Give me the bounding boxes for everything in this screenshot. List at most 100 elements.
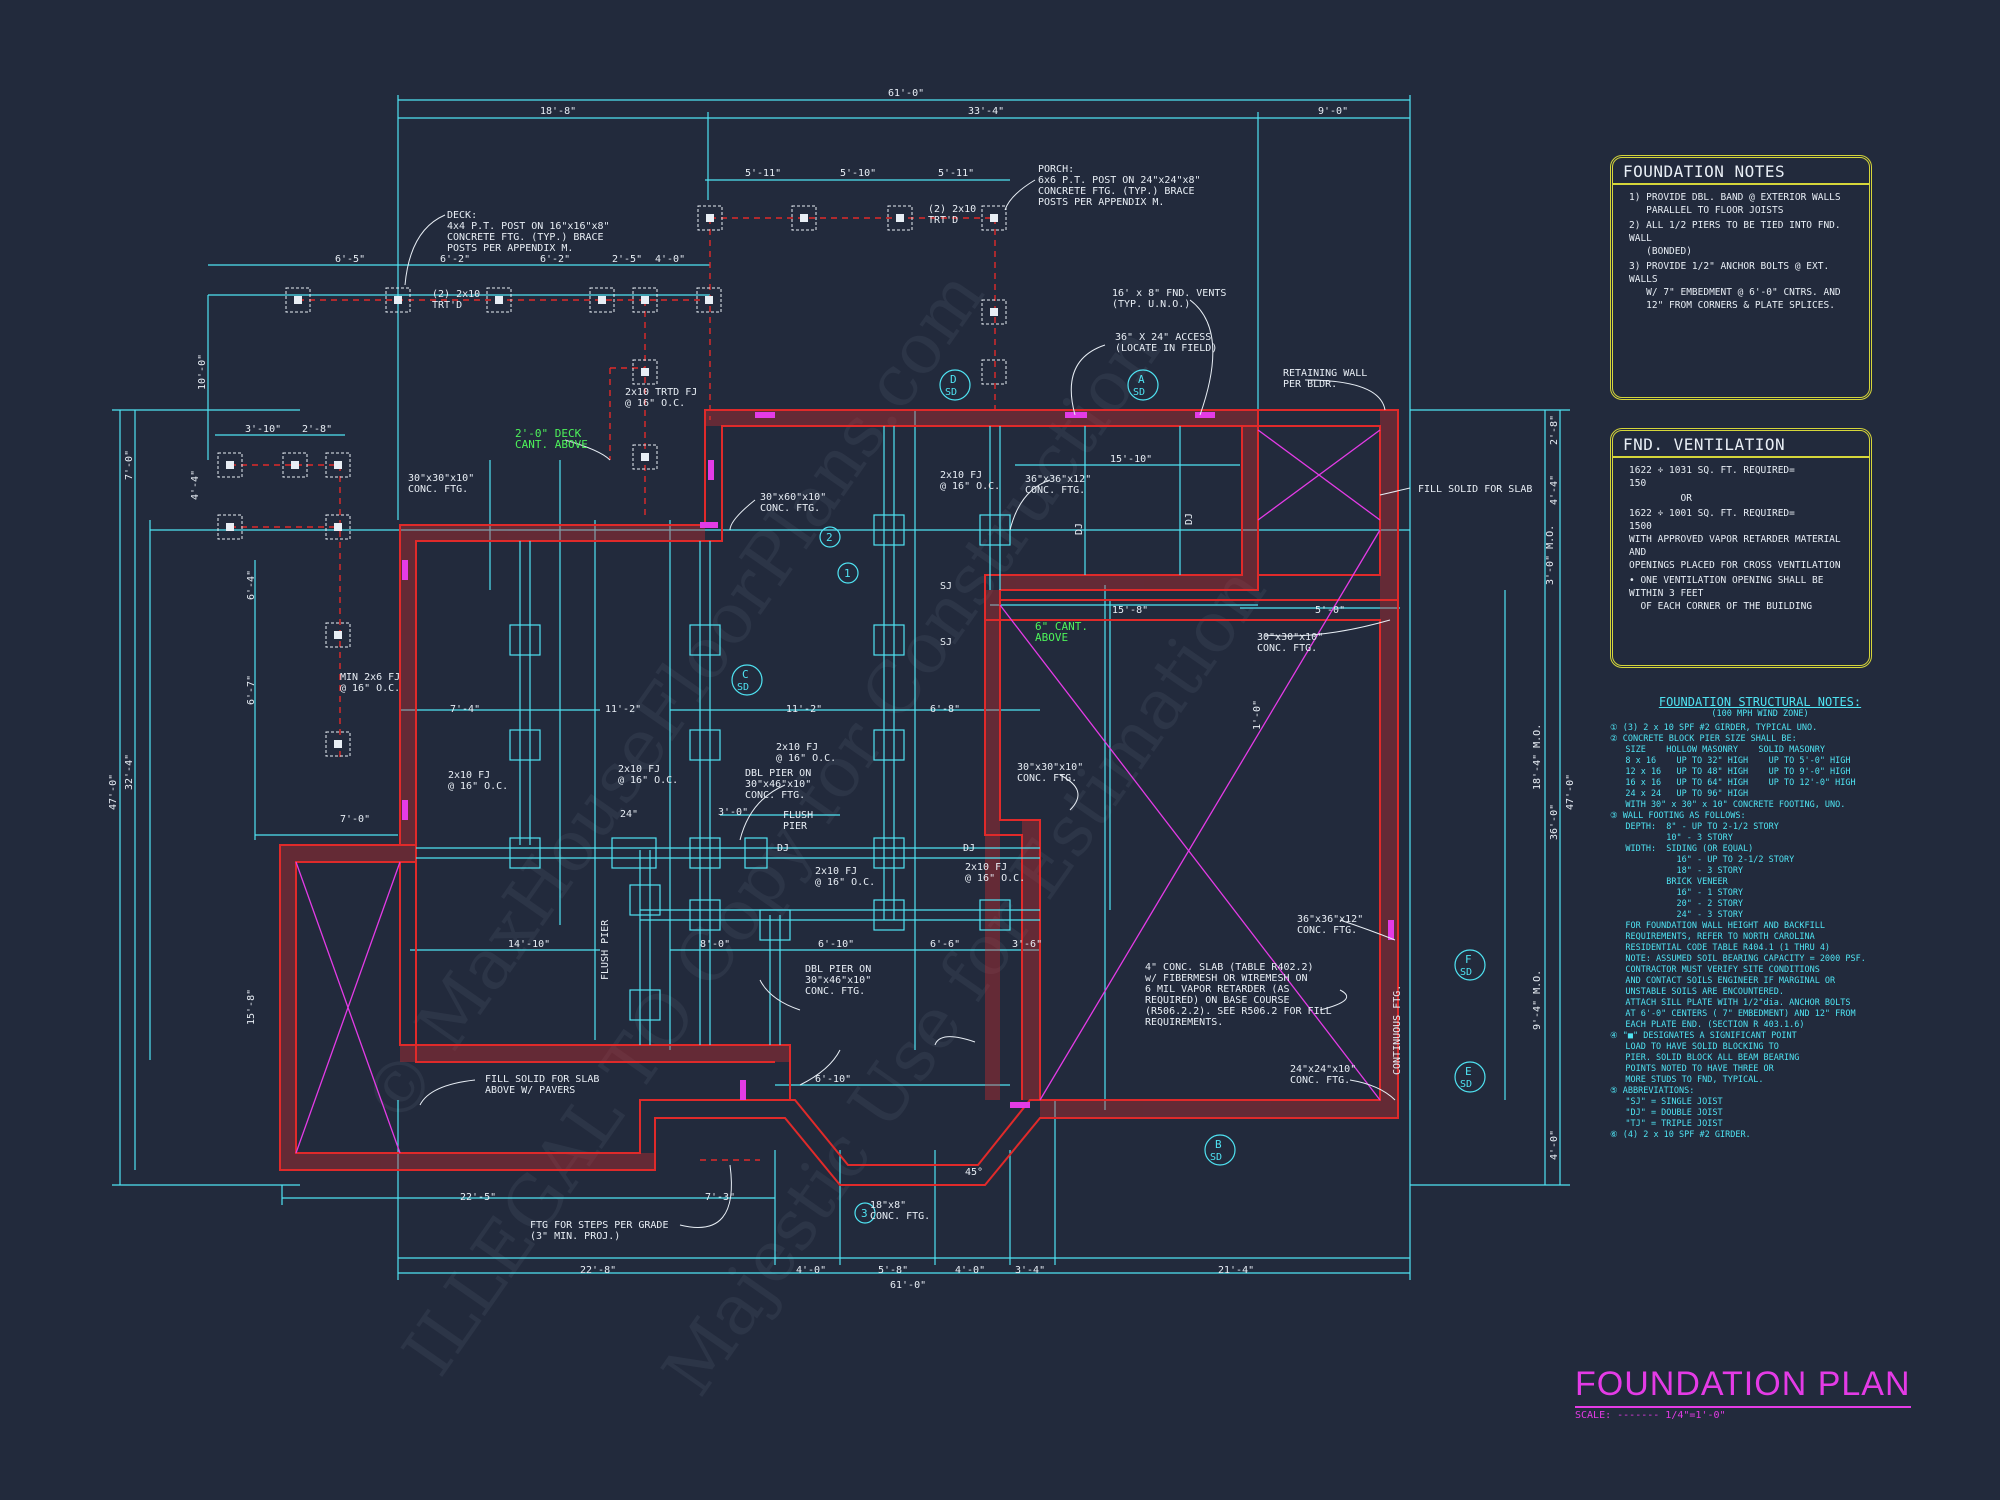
section-sd-label: SD (1460, 1079, 1472, 1090)
foundation-note-item: 3) PROVIDE 1/2" ANCHOR BOLTS @ EXT. WALL… (1629, 261, 1841, 311)
structural-note-line: "DJ" = DOUBLE JOIST (1610, 1108, 1723, 1118)
section-e-tag: E (1465, 1065, 1472, 1078)
footing-24x24-note: 24"x24"x10"CONC. FTG. (1290, 1064, 1356, 1086)
annotation-line: 6x6 P.T. POST ON 24"x24"x8" (1038, 175, 1201, 186)
structural-note-line: ATTACH SILL PLATE WITH 1/2"dia. ANCHOR B… (1610, 998, 1851, 1008)
annotation-line: TRT'D (928, 215, 958, 226)
dim-top-b: 33'-4" (968, 106, 1004, 117)
dimension-text: 61'-0" 18'-8" 33'-4" 9'-0" 5'-11" 5'-10"… (245, 88, 1348, 1291)
dim-porch-1: 5'-11" (745, 168, 781, 179)
section-bubbles (731, 369, 1486, 1224)
deck-framing (230, 217, 996, 1161)
structural-note-line: AND CONTACT SOILS ENGINEER IF MARGINAL O… (1610, 976, 1836, 986)
annotation-line: CONC. FTG. (1297, 925, 1357, 936)
annotation-line: CONC. FTG. (1257, 643, 1317, 654)
annotation-line: (LOCATE IN FIELD) (1115, 343, 1217, 354)
annotation-line: 18"x8" (870, 1200, 906, 1211)
dim-deck-1: 6'-5" (335, 254, 365, 265)
annotation-line: 2x10 FJ (965, 862, 1007, 873)
section-tags: D SD A SD C SD F SD E SD B SD 2 1 3 (737, 373, 1472, 1220)
dim-v-right-h: 4'-0" (1549, 1130, 1560, 1160)
annotation-line: MIN 2x6 FJ (340, 672, 400, 683)
structural-note-line: CONTRACTOR MUST VERIFY SITE CONDITIONS (1610, 965, 1820, 975)
annotation-line: 2x10 FJ (448, 770, 490, 781)
annotation-line: 6" CANT. (1035, 620, 1088, 633)
foundation-notes-list: 1) PROVIDE DBL. BAND @ EXTERIOR WALLS PA… (1613, 191, 1869, 312)
dim-deck-2: 6'-2" (440, 254, 470, 265)
annotation-line: ABOVE (1035, 631, 1068, 644)
annotation-line: RETAINING WALL (1283, 368, 1367, 379)
structural-note-line: 10" - 3 STORY (1610, 833, 1733, 843)
structural-note-line: ② CONCRETE BLOCK PIER SIZE SHALL BE: (1610, 734, 1797, 744)
annotation-line: 6 MIL VAPOR RETARDER (AS (1145, 984, 1290, 995)
dim-v-right-f: 2'-8" (1549, 415, 1560, 445)
footing-30x60-note: 30"x60"x10"CONC. FTG. (760, 492, 826, 514)
annotation-line: @ 16" O.C. (940, 481, 1000, 492)
annotation-line: (R506.2.2). SEE R506.2 FOR FILL (1145, 1006, 1332, 1017)
ventilation-panel: FND. VENTILATION 1622 ÷ 1031 SQ. FT. REQ… (1610, 428, 1872, 668)
dim-stair-2: 2'-8" (302, 424, 332, 435)
annotation-line: CONC. FTG. (1017, 773, 1077, 784)
dim-v-left-h: 15'-8" (246, 989, 257, 1025)
dim-bot-e: 3'-4" (1015, 1265, 1045, 1276)
fill-solid-note: FILL SOLID FOR SLAB (1418, 484, 1532, 495)
structural-note-line: UNSTABLE SOILS ARE ENCOUNTERED. (1610, 987, 1784, 997)
access-note: 36" X 24" ACCESS(LOCATE IN FIELD) (1115, 332, 1217, 354)
annotation-line: FILL SOLID FOR SLAB (485, 1074, 599, 1085)
section-f-tag: F (1465, 953, 1472, 966)
continuous-footing-label: CONTINUOUS FTG. (1392, 985, 1403, 1075)
drawing-title: FOUNDATION PLAN (1575, 1365, 1911, 1408)
structural-note-line: NOTE: ASSUMED SOIL BEARING CAPACITY = 20… (1610, 954, 1866, 964)
annotation-line: 30"x30"x10" (408, 473, 474, 484)
dim-top-a: 18'-8" (540, 106, 576, 117)
dim-bot-c: 5'-8" (878, 1265, 908, 1276)
structural-note-line: ① (3) 2 x 10 SPF #2 GIRDER, TYPICAL UNO. (1610, 723, 1818, 733)
annotation-line: @ 16" O.C. (776, 753, 836, 764)
dim-v-left-total: 47'-0" (108, 774, 119, 810)
dim-v-right-c: 18'-4" M.O. (1532, 724, 1543, 790)
deck-note: DECK:4x4 P.T. POST ON 16"x16"x8"CONCRETE… (447, 210, 610, 254)
annotation-line: 2x10 TRTD FJ (625, 387, 697, 398)
annotation-line: 30"x60"x10" (760, 492, 826, 503)
structural-note-line: PIER. SOLID BLOCK ALL BEAM BEARING (1610, 1053, 1800, 1063)
section-d-tag: D (950, 373, 957, 386)
single-joist-label: SJ (940, 581, 952, 592)
structural-note-line: WIDTH: SIDING (OR EQUAL) (1610, 844, 1754, 854)
floor-joist-note-d: 2x10 FJ@ 16" O.C. (815, 866, 875, 888)
dim-v-left-c: 7'-0" (124, 450, 135, 480)
footing-36x36-note: 36"x36"x12"CONC. FTG. (1025, 474, 1091, 496)
dim-int-8: 6'-6" (930, 939, 960, 950)
dim-v-left-d: 4'-4" (190, 470, 201, 500)
annotation-line: @ 16" O.C. (965, 873, 1025, 884)
foundation-notes-panel: FOUNDATION NOTES 1) PROVIDE DBL. BAND @ … (1610, 155, 1872, 400)
dim-int-10: 15'-10" (1110, 454, 1152, 465)
dim-int-5: 14'-10" (508, 939, 550, 950)
vertical-dimension-text: 47'-0" 32'-4" 7'-0" 4'-4" 10'-0" 6'-4" 6… (108, 354, 1576, 1160)
section-sd-label: SD (1133, 387, 1145, 398)
annotation-line: CONC. FTG. (760, 503, 820, 514)
annotation-line: 30"x30"x10" (1017, 762, 1083, 773)
section-sd-label: SD (1210, 1152, 1222, 1163)
dim-int-4: 6'-8" (930, 704, 960, 715)
annotation-line: DBL PIER ON (805, 964, 871, 975)
structural-note-line: RESIDENTIAL CODE TABLE R404.1 (1 THRU 4) (1610, 943, 1831, 953)
dim-v-right-e: 3'-0" M.O. (1545, 525, 1556, 585)
dim-deck-4: 2'-5" (612, 254, 642, 265)
dim-bot-d: 4'-0" (955, 1265, 985, 1276)
double-joist-label-4: DJ (1184, 513, 1195, 525)
annotation-line: @ 16" O.C. (340, 683, 400, 694)
pier-blocks (509, 514, 1011, 1021)
wall-fill (280, 410, 1398, 1170)
structural-note-line: 12 x 16 UP TO 48" HIGH UP TO 9'-0" HIGH (1610, 767, 1851, 777)
floor-joist-note-f: 2x10 FJ@ 16" O.C. (940, 470, 1000, 492)
dim-lower-b: 7'-3" (705, 1192, 735, 1203)
structural-note-line: AT 6'-0" CENTERS ( 7" EMBEDMENT) AND 12"… (1610, 1009, 1856, 1019)
dim-int-7: 6'-10" (818, 939, 854, 950)
annotation-line: (2) 2x10 (432, 289, 480, 300)
dim-int-12: 5'-0" (1315, 605, 1345, 616)
tag-3: 3 (861, 1207, 868, 1220)
